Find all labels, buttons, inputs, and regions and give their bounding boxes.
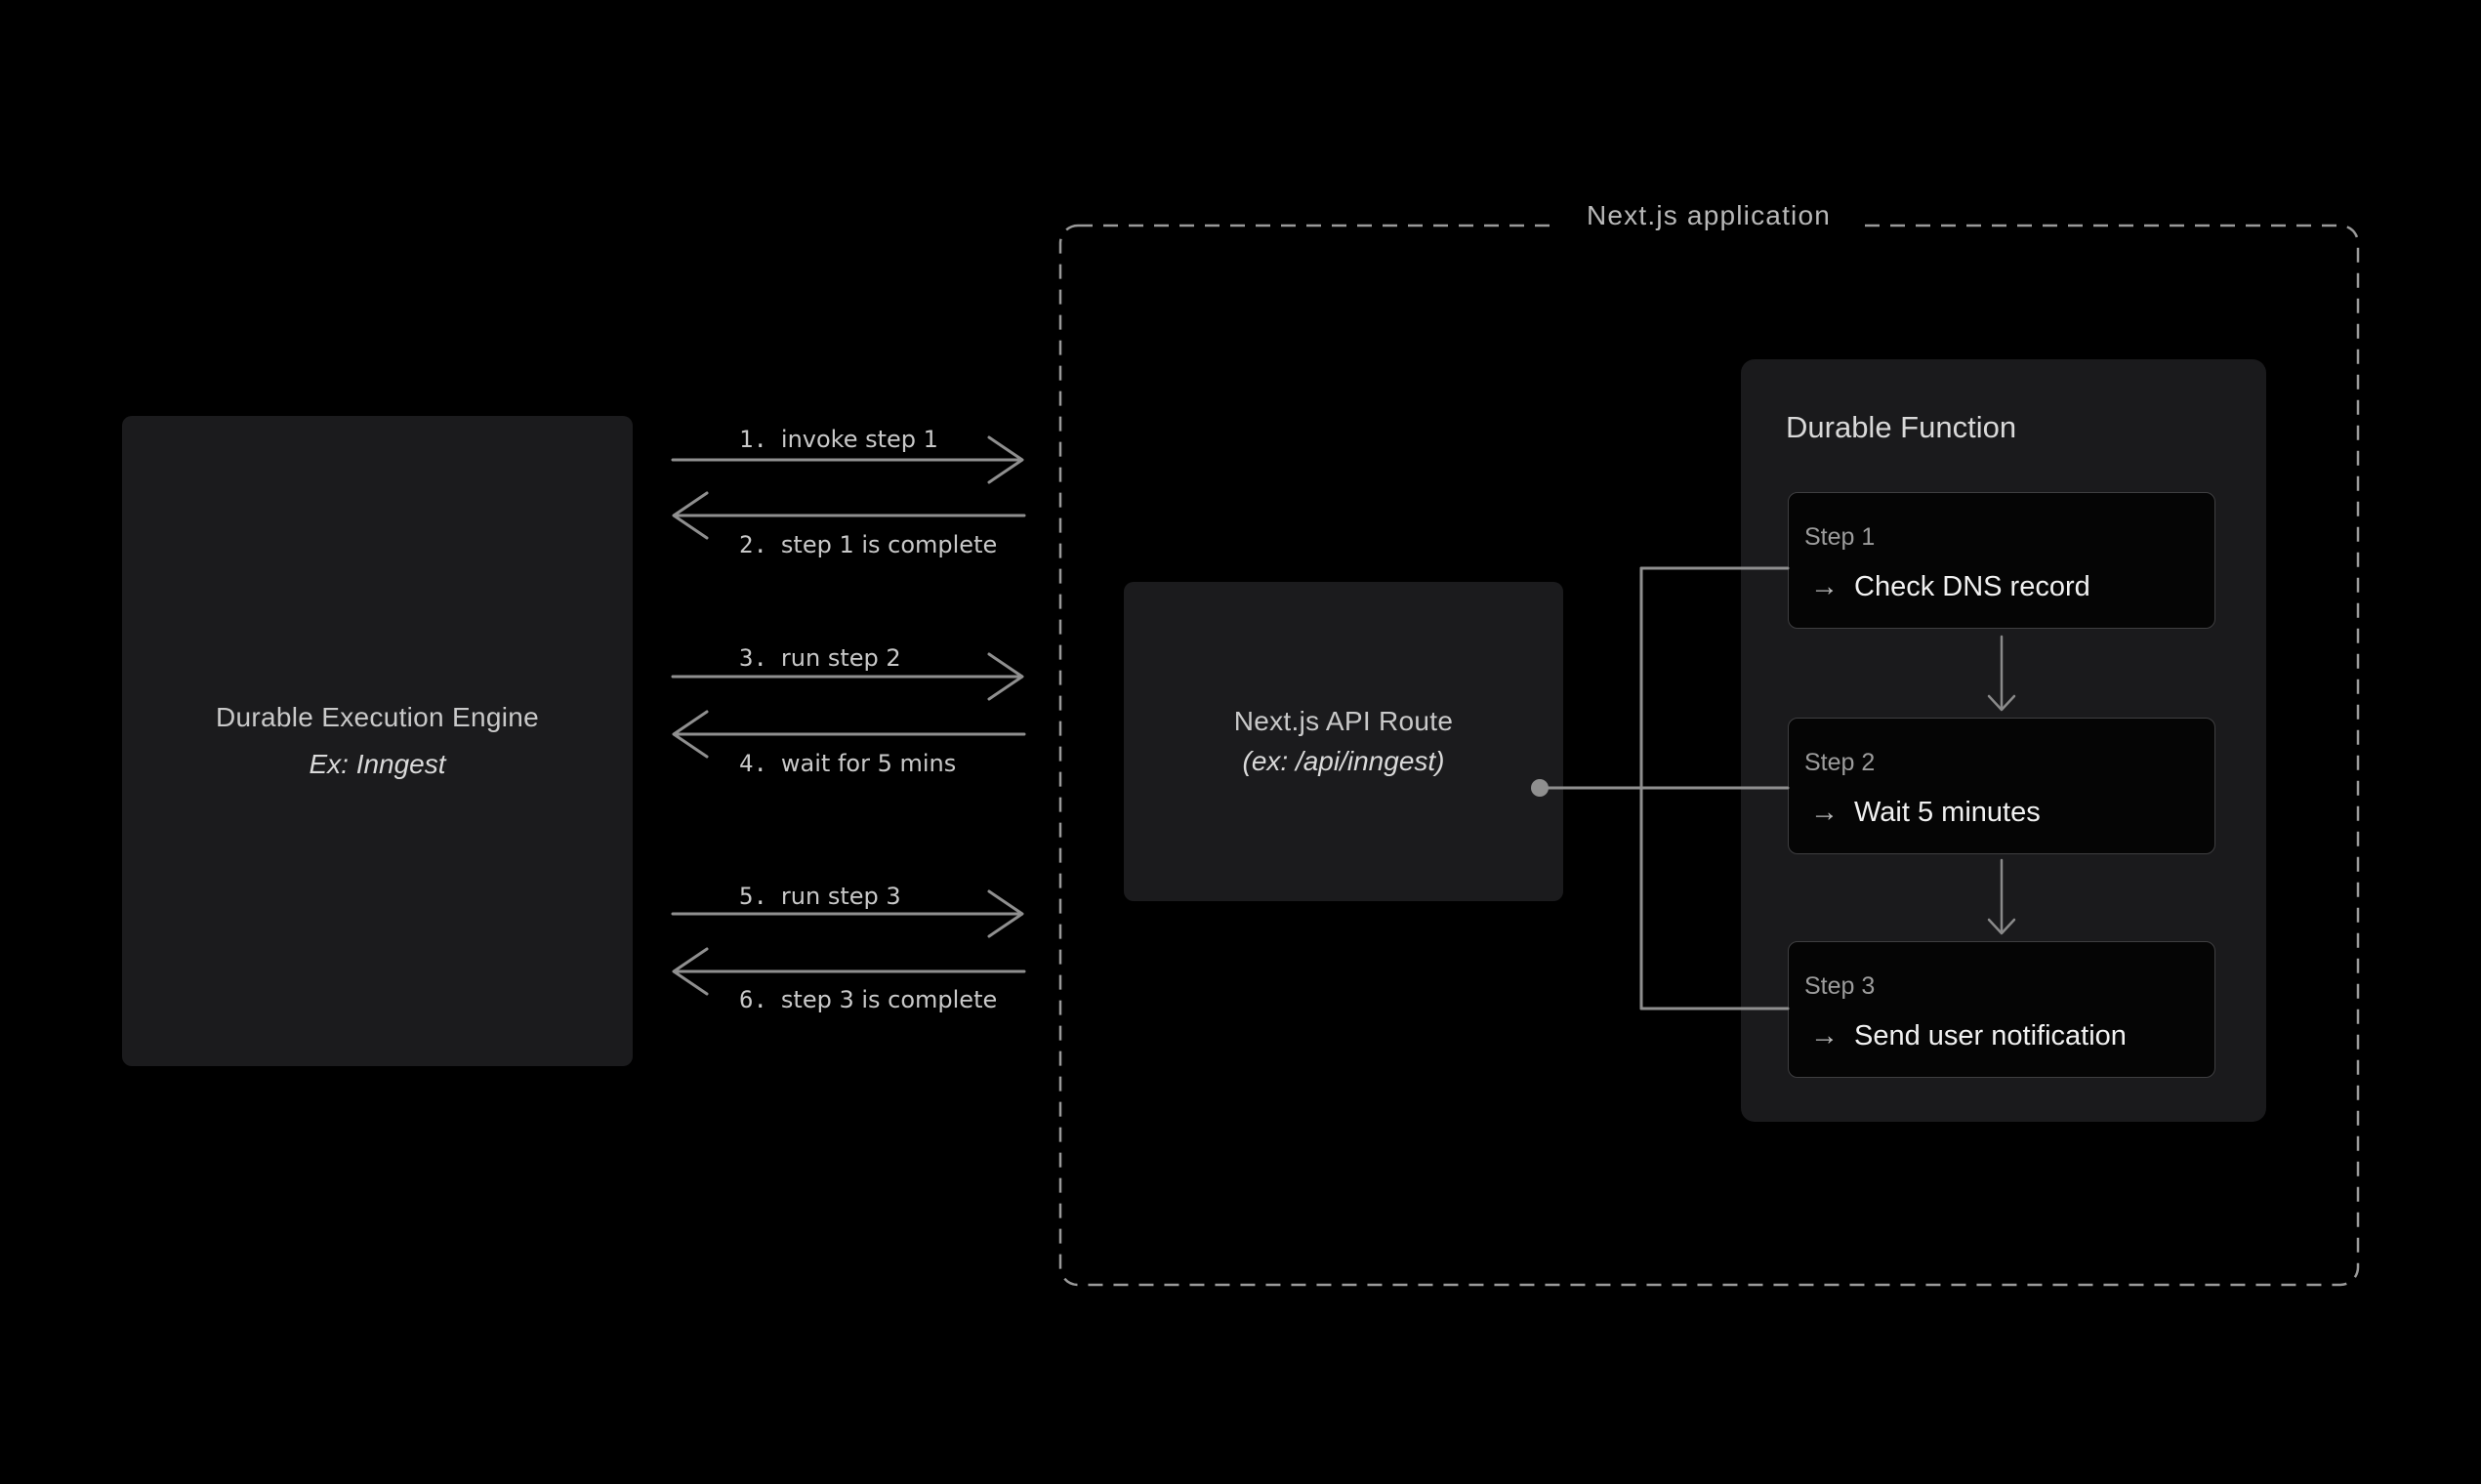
right-arrow-icon: → [1810, 797, 1839, 828]
message-text: run step 3 [780, 883, 901, 910]
right-arrow-icon: → [1810, 1020, 1839, 1051]
durable-function-title: Durable Function [1786, 410, 2017, 444]
message-number: 6. [739, 986, 767, 1013]
message-label-1: 1. invoke step 1 [739, 424, 938, 455]
step-label: Step 2 [1804, 749, 1876, 776]
engine-box-subtitle: Ex: Inngest [309, 749, 446, 779]
message-label-2: 2. step 1 is complete [739, 529, 997, 560]
message-number: 2. [739, 531, 767, 558]
step-action-text: Check DNS record [1854, 571, 2090, 602]
message-number: 1. [739, 426, 767, 453]
message-number: 4. [739, 750, 767, 777]
message-text: step 3 is complete [780, 986, 998, 1013]
message-text: invoke step 1 [780, 426, 938, 453]
api-route-subtitle: (ex: /api/inngest) [1242, 746, 1445, 776]
message-label-3: 3. run step 2 [739, 642, 901, 674]
nextjs-api-route-box: Next.js API Route (ex: /api/inngest) [1124, 582, 1563, 901]
step-action-text: Wait 5 minutes [1854, 797, 2041, 828]
message-label-6: 6. step 3 is complete [739, 984, 997, 1015]
message-label-4: 4. wait for 5 mins [739, 748, 956, 779]
step-card-1: Step 1 → Check DNS record [1788, 492, 2215, 629]
api-route-title: Next.js API Route [1233, 706, 1454, 736]
step-card-2: Step 2 → Wait 5 minutes [1788, 718, 2215, 854]
step-card-3: Step 3 → Send user notification [1788, 941, 2215, 1078]
nextjs-application-label: Next.js application [1552, 194, 1865, 237]
durable-execution-engine-box: Durable Execution Engine Ex: Inngest [122, 416, 633, 1066]
message-text: wait for 5 mins [780, 750, 957, 777]
right-arrow-icon: → [1810, 571, 1839, 602]
durable-function-panel: Durable Function Step 1 → Check DNS reco… [1741, 359, 2266, 1122]
message-label-5: 5. run step 3 [739, 881, 901, 912]
step-action-text: Send user notification [1854, 1020, 2127, 1051]
message-text: run step 2 [780, 644, 901, 672]
step-label: Step 1 [1804, 523, 1876, 551]
step-label: Step 3 [1804, 972, 1876, 1000]
message-number: 3. [739, 644, 767, 672]
message-number: 5. [739, 883, 767, 910]
engine-box-title: Durable Execution Engine [216, 702, 539, 732]
message-text: step 1 is complete [780, 531, 998, 558]
